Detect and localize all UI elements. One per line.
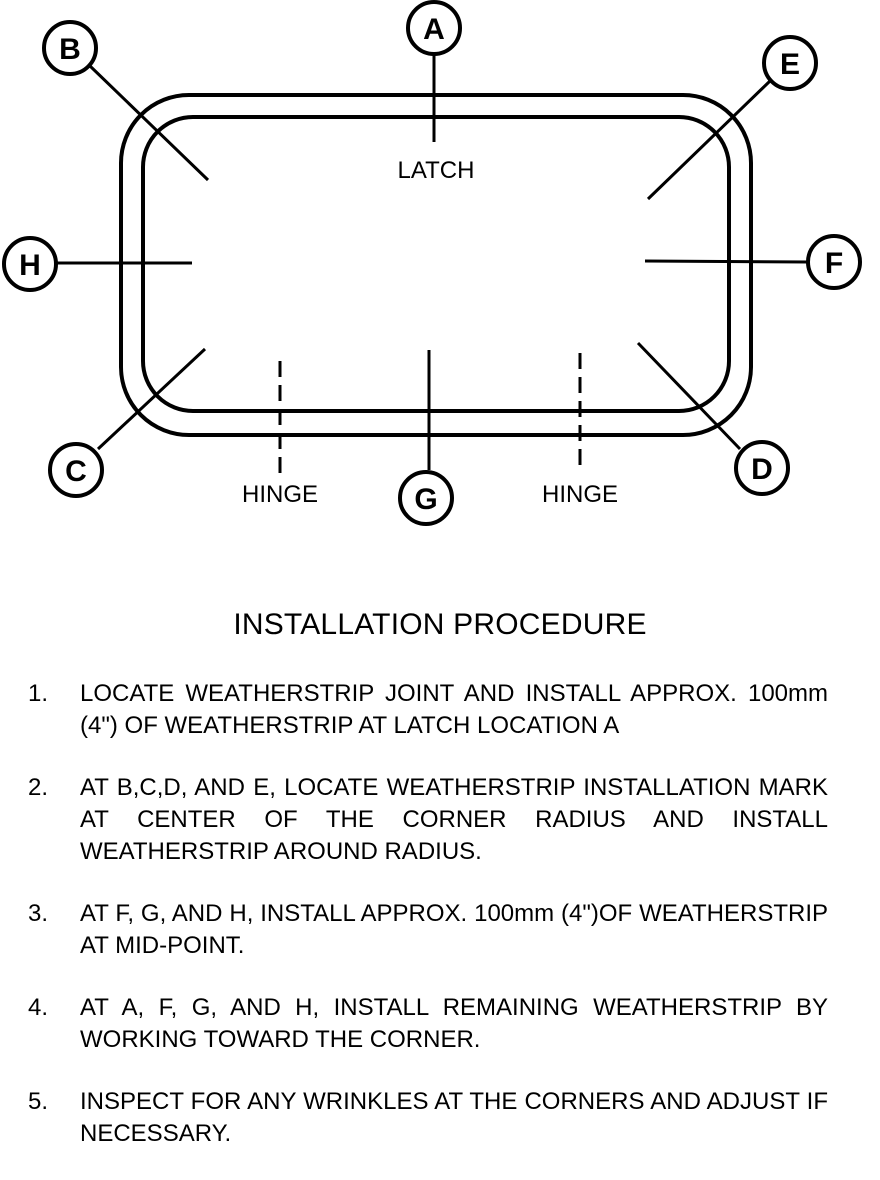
procedure-step: 1. LOCATE WEATHERSTRIP JOINT AND INSTALL…: [28, 678, 828, 742]
procedure-step: 3. AT F, G, AND H, INSTALL APPROX. 100mm…: [28, 898, 828, 962]
leader-line-d: [636, 341, 742, 451]
callout-a-letter: A: [423, 13, 445, 46]
leader-line-e: [646, 79, 772, 201]
callout-h-letter: H: [19, 249, 41, 282]
leader-line-f: [644, 259, 809, 264]
callout-b: B: [42, 20, 98, 76]
step-number: 1.: [28, 680, 49, 707]
latch-label: LATCH: [398, 157, 475, 184]
step-text: AT A, F, G, AND H, INSTALL REMAINING WEA…: [80, 994, 828, 1053]
weatherstrip-outer-outline: [119, 93, 753, 437]
procedure-step: 5. INSPECT FOR ANY WRINKLES AT THE CORNE…: [28, 1086, 828, 1150]
callout-c-letter: C: [65, 455, 87, 488]
callout-h: H: [2, 236, 58, 292]
callout-g-letter: G: [414, 483, 437, 516]
callout-f: F: [806, 234, 862, 290]
step-text: INSPECT FOR ANY WRINKLES AT THE CORNERS …: [80, 1088, 828, 1147]
step-number: 3.: [28, 900, 49, 927]
step-text: AT F, G, AND H, INSTALL APPROX. 100mm (4…: [80, 900, 828, 959]
leader-line-c: [96, 347, 207, 451]
callout-a: A: [406, 0, 462, 56]
step-number: 2.: [28, 774, 49, 801]
step-number: 4.: [28, 994, 49, 1021]
callout-f-letter: F: [825, 247, 843, 280]
procedure-title: INSTALLATION PROCEDURE: [233, 608, 647, 641]
procedure-steps: 1. LOCATE WEATHERSTRIP JOINT AND INSTALL…: [28, 678, 828, 1180]
hinge-right-label: HINGE: [542, 481, 618, 508]
leader-line-b: [88, 64, 210, 182]
step-number: 5.: [28, 1088, 49, 1115]
callout-d-letter: D: [751, 453, 773, 486]
procedure-step: 2. AT B,C,D, AND E, LOCATE WEATHERSTRIP …: [28, 772, 828, 868]
weatherstrip-diagram: A B C D E F G H LATCH HINGE HINGE: [2, 0, 862, 526]
callout-b-letter: B: [59, 33, 81, 66]
callout-d: D: [734, 440, 790, 496]
callout-c: C: [48, 442, 104, 498]
callout-e-letter: E: [780, 48, 800, 81]
step-text: LOCATE WEATHERSTRIP JOINT AND INSTALL AP…: [80, 680, 828, 739]
callout-e: E: [762, 35, 818, 91]
hinge-left-label: HINGE: [242, 481, 318, 508]
procedure-step: 4. AT A, F, G, AND H, INSTALL REMAINING …: [28, 992, 828, 1056]
step-text: AT B,C,D, AND E, LOCATE WEATHERSTRIP INS…: [80, 774, 828, 865]
callout-g: G: [398, 470, 454, 526]
